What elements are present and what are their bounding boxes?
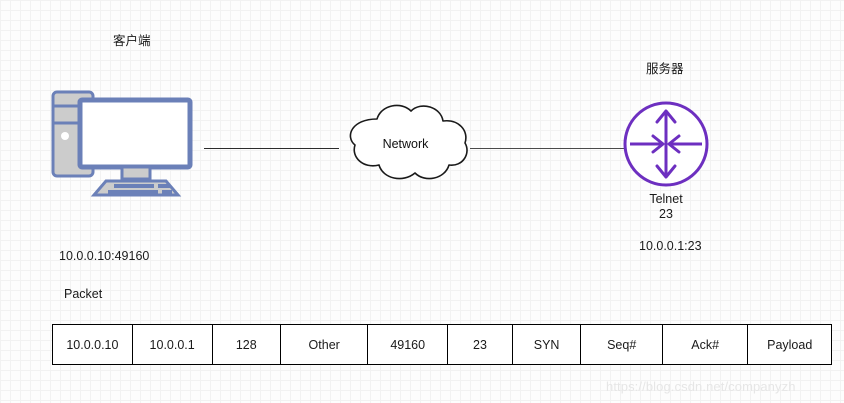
client-title: 客户端 (113, 34, 151, 48)
packet-field-ttl: 128 (211, 324, 282, 365)
link-network-server (470, 148, 626, 149)
network-label: Network (382, 136, 429, 151)
table-row: 10.0.0.10 10.0.0.1 128 Other 49160 23 SY… (52, 324, 832, 365)
packet-field-src-port: 49160 (367, 324, 449, 365)
router-icon (622, 100, 710, 188)
server-service-name: Telnet (649, 192, 683, 206)
server-address: 10.0.0.1:23 (639, 239, 702, 253)
server-service-port: 23 (659, 207, 673, 221)
server-title: 服务器 (646, 62, 684, 76)
watermark: https://blog.csdn.net/companyzh (606, 379, 796, 394)
packet-label: Packet (64, 287, 103, 301)
packet-field-dst-ip: 10.0.0.1 (131, 324, 213, 365)
packet-field-ack: Ack# (661, 324, 749, 365)
packet-field-src-ip: 10.0.0.10 (52, 324, 133, 365)
packet-field-other: Other (280, 324, 369, 365)
link-client-network (204, 148, 339, 149)
client-address: 10.0.0.10:49160 (59, 249, 150, 263)
packet-field-seq: Seq# (580, 324, 663, 365)
cloud-icon: Network (337, 97, 474, 190)
packet-table: 10.0.0.10 10.0.0.1 128 Other 49160 23 SY… (52, 324, 832, 365)
packet-field-payload: Payload (747, 324, 832, 365)
packet-field-dst-port: 23 (447, 324, 513, 365)
desktop-computer-icon (48, 88, 208, 198)
server-service-caption: Telnet 23 (622, 192, 710, 222)
packet-field-flags: SYN (511, 324, 582, 365)
